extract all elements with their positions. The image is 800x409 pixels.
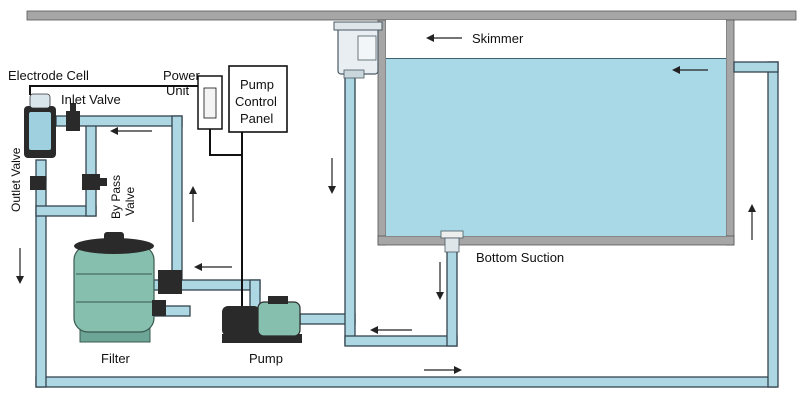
- filter-label: Filter: [101, 351, 131, 366]
- pool-wall-left: [377, 19, 387, 246]
- bypass-valve-label-line1: By Pass: [109, 175, 123, 219]
- pump-control-label-line3: Panel: [240, 111, 273, 126]
- pipe-bypass-vertical: [85, 119, 97, 217]
- cell-panel: [29, 112, 51, 150]
- skimmer-throat: [343, 69, 365, 79]
- filter-top-dome: [74, 238, 154, 254]
- skimmer-label: Skimmer: [472, 31, 524, 46]
- skimmer-mouth: [357, 35, 377, 61]
- pool-deck: [26, 10, 797, 21]
- pipe-return-inlet: [733, 61, 779, 73]
- bottom-suction-label: Bottom Suction: [476, 250, 564, 265]
- filter-multiport-valve: [158, 270, 182, 294]
- pipe-skimmer-down: [344, 74, 356, 346]
- drain-cover: [440, 230, 464, 239]
- drain-body: [444, 237, 460, 253]
- bypass-valve-label-line2: Valve: [123, 187, 137, 216]
- pipe-bottom-main: [35, 376, 777, 388]
- bypass-valve: [82, 174, 107, 190]
- outlet-valve-label: Outlet Valve: [9, 147, 23, 212]
- electrode-cell-label: Electrode Cell: [8, 68, 89, 83]
- skimmer: [333, 21, 383, 79]
- filter-top-cap: [104, 232, 124, 244]
- pool-floor: [377, 235, 735, 246]
- pump-housing: [257, 301, 301, 337]
- pipe-right-vertical: [767, 61, 779, 388]
- flow-arrows: [16, 34, 756, 374]
- power-unit-label-line1: Power: [163, 68, 201, 83]
- pump: [222, 296, 302, 343]
- cell-outlet-union: [30, 176, 46, 190]
- power-unit: [197, 75, 223, 130]
- filter-drain-port: [152, 300, 166, 316]
- pool: [26, 10, 797, 246]
- pump-base: [222, 334, 302, 343]
- bypass-valve-body: [82, 174, 100, 190]
- pump-strainer-lid: [268, 296, 288, 304]
- power-unit-screen: [203, 87, 217, 119]
- sand-filter: [73, 232, 182, 343]
- pipework: [35, 61, 779, 388]
- pipe-filter-riser: [171, 115, 183, 287]
- pump-control-label-line1: Pump: [240, 77, 274, 92]
- inlet-valve-body: [66, 111, 80, 131]
- pump-motor: [222, 306, 260, 336]
- inlet-valve: [66, 103, 80, 131]
- pump-control-panel-box: [228, 65, 288, 133]
- power-unit-label-line2: Unit: [166, 83, 190, 98]
- cell-cap: [29, 93, 51, 109]
- inlet-valve-handle: [70, 103, 76, 112]
- pump-label: Pump: [249, 351, 283, 366]
- pool-wall-interior-shade: [386, 20, 726, 58]
- inlet-valve-label: Inlet Valve: [61, 92, 121, 107]
- pool-wall-right: [725, 19, 735, 246]
- pump-control-label-line2: Control: [235, 94, 277, 109]
- bypass-valve-handle: [100, 178, 107, 186]
- bottom-suction: [440, 230, 464, 253]
- skimmer-lid: [333, 21, 383, 31]
- filter-tank: [73, 245, 155, 333]
- pool-water: [386, 58, 726, 236]
- pipe-main-drain-riser: [446, 244, 458, 347]
- pipe-suction-bottom: [344, 335, 458, 347]
- wire-power-unit-to-control: [209, 128, 242, 156]
- electrode-cell: [24, 93, 56, 190]
- labels: Skimmer Electrode Cell Power Unit Pump C…: [8, 31, 564, 366]
